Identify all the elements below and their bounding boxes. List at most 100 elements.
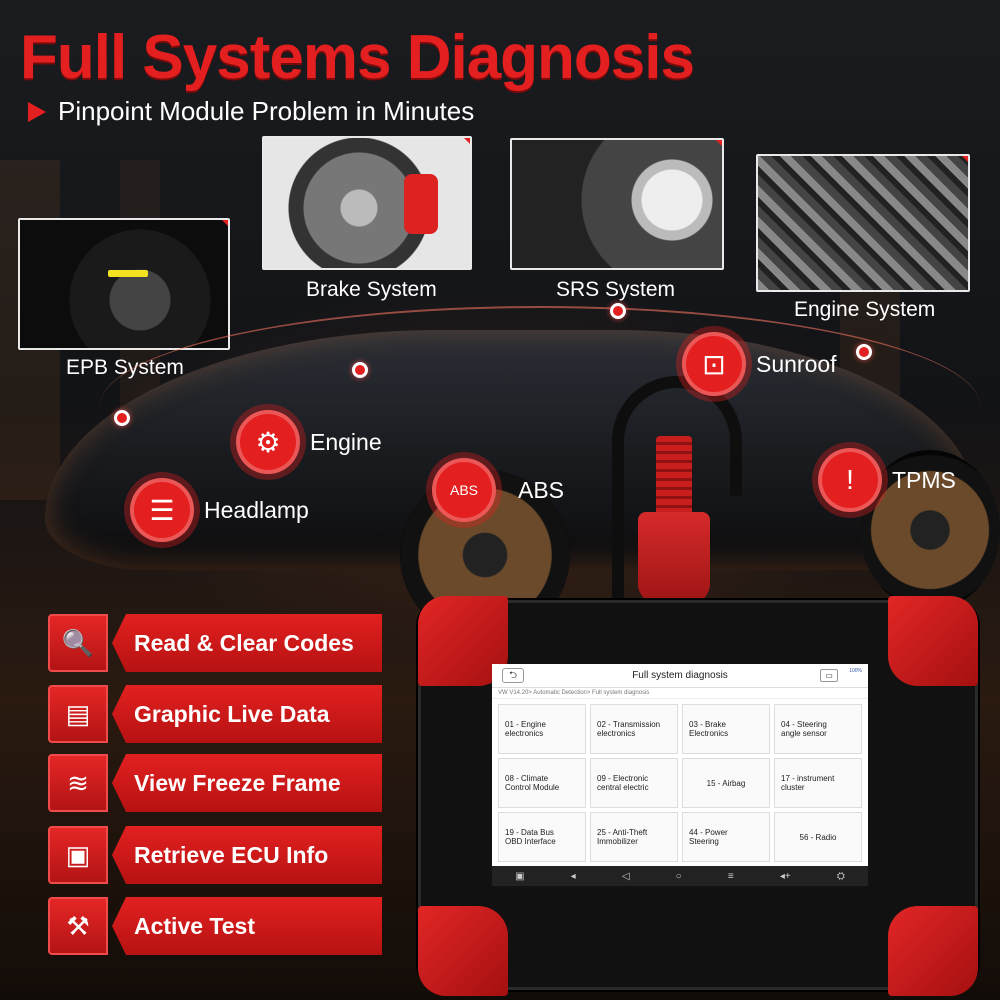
headlamp-icon: ☰	[130, 478, 194, 542]
menu-icon[interactable]: ≡	[727, 870, 734, 882]
back-icon[interactable]: ◁	[621, 870, 630, 882]
read-clear-codes-button: 🔍 Read & Clear Codes	[48, 614, 382, 672]
breadcrumb: VW V14.20> Automatic Detection> Full sys…	[492, 688, 868, 699]
module-subname: Steering	[689, 837, 719, 846]
corner-bumper	[888, 596, 978, 686]
button-label: View Freeze Frame	[112, 754, 382, 812]
feature-abs: ABS ABS	[432, 458, 564, 522]
srs-photo	[510, 138, 724, 270]
abs-icon: ABS	[432, 458, 496, 522]
vci-icon[interactable]: ⛭	[836, 870, 845, 882]
module-name: 02 - Transmission	[597, 720, 661, 729]
screen-title: Full system diagnosis	[632, 670, 728, 681]
android-nav-bar: ▣ ◂ ◁ ○ ≡ ◂+ ⛭	[492, 866, 868, 886]
freeze-frame-icon: ≋	[48, 754, 108, 812]
module-name: 04 - Steering	[781, 720, 827, 729]
tpms-icon: !	[818, 448, 882, 512]
module-name: 09 - Electronic	[597, 774, 649, 783]
gallery-icon[interactable]: ▣	[515, 870, 525, 882]
marker-dot	[352, 362, 368, 378]
feature-label: Headlamp	[204, 496, 309, 523]
obd-cable-lead	[612, 436, 624, 636]
module-subname: Control Module	[505, 783, 560, 792]
feature-label: TPMS	[892, 466, 956, 493]
car-chart-icon: ▤	[48, 685, 108, 743]
graphic-live-data-button: ▤ Graphic Live Data	[48, 685, 382, 743]
module-subname: angle sensor	[781, 729, 827, 738]
module-subname: Immobilizer	[597, 837, 638, 846]
module-subname: cluster	[781, 783, 805, 792]
screen-header: ⮌ Full system diagnosis ▭ 100%	[492, 664, 868, 688]
device-screen: ⮌ Full system diagnosis ▭ 100% VW V14.20…	[492, 664, 868, 886]
car-search-icon: 🔍	[48, 614, 108, 672]
marker-dot	[856, 344, 872, 360]
epb-photo	[18, 218, 230, 350]
feature-engine: ⚙ Engine	[236, 410, 382, 474]
obd-connector	[638, 512, 710, 604]
engine-system-label: Engine System	[794, 298, 936, 321]
module-tile[interactable]: 15 - Airbag	[682, 758, 770, 808]
home-icon[interactable]: ○	[675, 870, 682, 882]
button-label: Read & Clear Codes	[112, 614, 382, 672]
feature-tpms: ! TPMS	[818, 448, 956, 512]
feature-label: Engine	[310, 428, 382, 455]
triangle-icon	[28, 102, 46, 122]
corner-bumper	[418, 906, 508, 996]
chip-icon: ▣	[48, 826, 108, 884]
marker-dot	[610, 303, 626, 319]
module-name: 08 - Climate	[505, 774, 549, 783]
module-name: 56 - Radio	[799, 832, 837, 842]
button-label: Graphic Live Data	[112, 685, 382, 743]
module-name: 01 - Engine	[505, 720, 546, 729]
module-name: 03 - Brake	[689, 720, 726, 729]
module-subname: electronics	[505, 729, 544, 738]
module-subname: electronics	[597, 729, 636, 738]
button-label: Active Test	[112, 897, 382, 955]
message-icon[interactable]: ▭	[820, 669, 838, 682]
battery-indicator: 100%	[849, 668, 862, 674]
page-title: Full Systems Diagnosis	[20, 23, 695, 92]
srs-label: SRS System	[556, 278, 676, 301]
subtitle-text: Pinpoint Module Problem in Minutes	[58, 96, 475, 126]
rear-wheel	[860, 450, 1000, 610]
module-name: 19 - Data Bus	[505, 828, 554, 837]
cable-strain-relief	[656, 436, 692, 516]
retrieve-ecu-info-button: ▣ Retrieve ECU Info	[48, 826, 382, 884]
subtitle: Pinpoint Module Problem in Minutes	[28, 96, 474, 127]
brake-label: Brake System	[306, 278, 437, 301]
module-subname: central electric	[597, 783, 649, 792]
engine-icon: ⚙	[236, 410, 300, 474]
marker-dot	[114, 410, 130, 426]
module-subname: Electronics	[689, 729, 729, 738]
feature-label: ABS	[518, 476, 565, 503]
back-button[interactable]: ⮌	[502, 668, 524, 683]
car-outline	[100, 306, 980, 506]
module-name: 15 - Airbag	[706, 778, 746, 788]
module-name: 25 - Anti-Theft	[597, 828, 648, 837]
module-tile[interactable]: 56 - Radio	[774, 812, 862, 862]
volume-up-icon[interactable]: ◂+	[779, 870, 791, 882]
module-subname: OBD Interface	[505, 837, 556, 846]
corner-bumper	[888, 906, 978, 996]
car-settings-icon: ⚒	[48, 897, 108, 955]
feature-sunroof: ⊡ Sunroof	[682, 332, 837, 396]
volume-down-icon[interactable]: ◂	[570, 870, 576, 882]
module-name: 44 - Power	[689, 828, 728, 837]
view-freeze-frame-button: ≋ View Freeze Frame	[48, 754, 382, 812]
sunroof-icon: ⊡	[682, 332, 746, 396]
module-name: 17 - instrument	[781, 774, 835, 783]
active-test-button: ⚒ Active Test	[48, 897, 382, 955]
feature-label: Sunroof	[756, 350, 837, 377]
engine-photo	[756, 154, 970, 292]
